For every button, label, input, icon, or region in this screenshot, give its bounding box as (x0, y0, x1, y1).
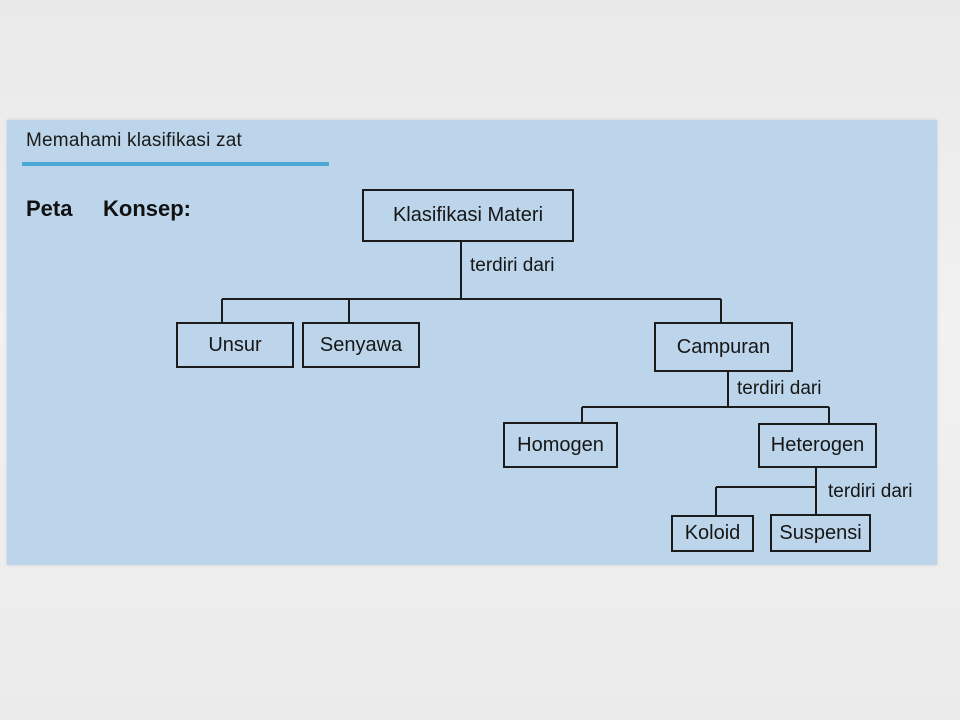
node-koloid: Koloid (671, 515, 754, 552)
node-heterogen: Heterogen (758, 423, 877, 468)
node-campuran: Campuran (654, 322, 793, 372)
section-title: Memahami klasifikasi zat (26, 130, 242, 151)
node-homogen: Homogen (503, 422, 618, 468)
node-unsur: Unsur (176, 322, 294, 368)
concept-map-label-peta: Peta (26, 196, 73, 221)
concept-map-label-konsep: Konsep: (103, 196, 191, 221)
edge-label-root-children: terdiri dari (470, 255, 555, 276)
title-underline (22, 162, 329, 166)
node-suspensi: Suspensi (770, 514, 871, 552)
node-klasifikasi-materi: Klasifikasi Materi (362, 189, 574, 242)
edge-label-heterogen-children: terdiri dari (828, 481, 913, 502)
content-panel (7, 120, 937, 565)
edge-label-campuran-children: terdiri dari (737, 378, 822, 399)
node-senyawa: Senyawa (302, 322, 420, 368)
